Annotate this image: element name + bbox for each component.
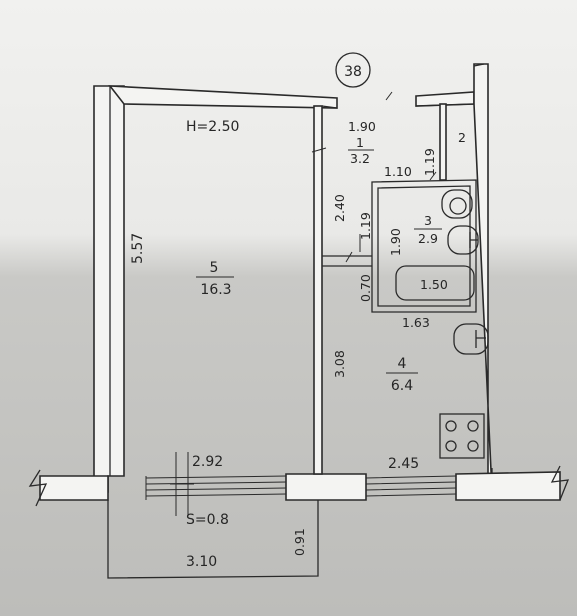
room-2-number: 2 bbox=[458, 130, 466, 145]
bath-height: 1.90 bbox=[388, 228, 403, 256]
room-2-height: 1.19 bbox=[422, 148, 437, 176]
bath-width: 1.63 bbox=[402, 315, 430, 330]
kitchen-width: 2.45 bbox=[388, 456, 419, 472]
room-1-area: 3.2 bbox=[350, 151, 370, 166]
hall-width: 1.90 bbox=[348, 119, 376, 134]
room-4-area: 6.4 bbox=[391, 378, 413, 394]
ceiling-height: H=2.50 bbox=[186, 119, 239, 135]
kitchen-sink-icon bbox=[453, 323, 489, 355]
room-1-number: 1 bbox=[356, 135, 364, 150]
balcony bbox=[107, 452, 319, 579]
room-width: 2.92 bbox=[192, 454, 223, 470]
window-left bbox=[145, 475, 287, 500]
toilet-icon bbox=[447, 225, 479, 255]
hall-side: 1.19 bbox=[358, 212, 373, 240]
gap-dimension: 0.70 bbox=[358, 274, 373, 302]
plan-number-badge: 38 bbox=[335, 52, 371, 88]
sink-icon bbox=[441, 189, 473, 219]
stove-icon bbox=[439, 413, 485, 459]
window-right bbox=[365, 475, 457, 497]
hall-height: 2.40 bbox=[332, 194, 347, 222]
bath-top: 1.10 bbox=[384, 164, 412, 179]
room-4-number: 4 bbox=[398, 356, 407, 372]
kitchen-height: 3.08 bbox=[332, 350, 347, 378]
tub-length: 1.50 bbox=[420, 277, 448, 292]
outer-walls bbox=[28, 63, 570, 507]
room-5-area: 16.3 bbox=[200, 282, 231, 298]
room-height: 5.57 bbox=[130, 233, 146, 264]
balcony-width: 3.10 bbox=[186, 554, 217, 570]
room-3-area: 2.9 bbox=[418, 231, 438, 246]
balcony-area: S=0.8 bbox=[186, 512, 229, 528]
balcony-depth: 0.91 bbox=[292, 528, 307, 556]
interior-walls bbox=[311, 91, 477, 475]
room-5-number: 5 bbox=[210, 260, 219, 276]
plan-number: 38 bbox=[344, 64, 362, 80]
bathtub-icon bbox=[395, 265, 475, 301]
room-3-number: 3 bbox=[424, 213, 432, 228]
